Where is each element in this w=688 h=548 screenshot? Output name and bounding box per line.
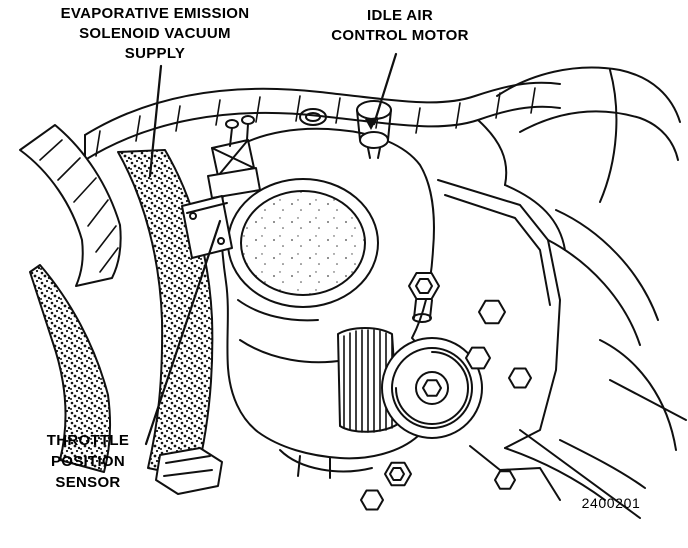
label-line: SENSOR [55,474,121,491]
label-idle-air-control-motor: IDLE AIR CONTROL MOTOR [305,6,495,46]
label-evaporative-emission-solenoid-vacuum-supply: EVAPORATIVE EMISSION SOLENOID VACUUM SUP… [20,4,290,64]
hex-bolts [360,272,532,511]
evap-solenoid [207,115,261,199]
throttle-cam [381,337,483,439]
label-line: POSITION [50,453,126,470]
label-line: THROTTLE [46,432,130,449]
left-vacuum-hose [19,124,122,287]
hose-fitting [155,447,223,495]
label-throttle-position-sensor: THROTTLE POSITION SENSOR [18,430,158,493]
label-line: EVAPORATIVE EMISSION [60,5,250,22]
leader-line-tps [144,219,222,446]
idle-air-control-motor [356,100,392,159]
speckled-hose-main [117,149,214,479]
engine-background-right [496,66,687,451]
leader-line-evap [148,64,163,178]
label-line: IDLE AIR [366,7,433,24]
label-line: SOLENOID VACUUM [79,25,231,42]
leader-line-iac [372,52,398,126]
throttle-position-sensor [181,195,233,259]
label-line: CONTROL MOTOR [331,27,469,44]
upper-air-hose [84,81,566,251]
mounting-bracket [437,179,646,519]
leader-lines [144,52,398,446]
label-line: SUPPLY [124,45,186,62]
throttle-bore-inner [240,190,366,296]
leader-arrow-iac [365,117,378,130]
speckled-hose-lower-left [29,264,112,473]
figure-number: 2400201 [581,495,641,511]
